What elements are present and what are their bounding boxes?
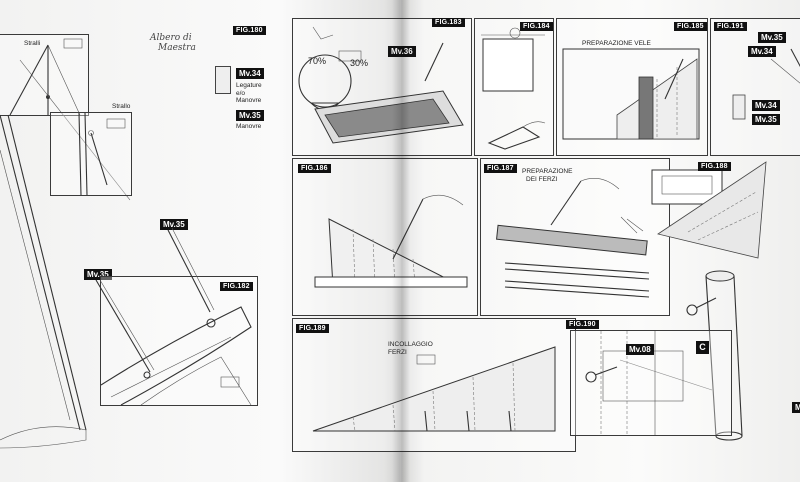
incollaggio-line1: INCOLLAGGIO	[388, 341, 433, 348]
mv34-text-2: e/o	[236, 89, 246, 97]
fig-180-label: FIG.180	[233, 26, 266, 35]
mv35-text: Manovre	[236, 123, 262, 130]
fig-strallo-inset	[50, 112, 132, 196]
fig-183-label: FIG.183	[432, 18, 465, 27]
fig-185-drawing	[562, 48, 700, 140]
fig-184-drawing	[481, 27, 546, 150]
fig-182-label: FIG.182	[220, 282, 253, 291]
fig-185-panel	[556, 18, 708, 156]
fig-185-label: FIG.185	[674, 22, 707, 31]
preparazione-ferzi-line1: PREPARAZIONE	[522, 168, 573, 175]
preparazione-ferzi-title: PREPARAZIONE DEI FERZI	[522, 168, 572, 183]
fig-190-label: FIG.190	[566, 320, 599, 329]
fig-189-label: FIG.189	[296, 324, 329, 333]
fig191-mv34-bottom: Mv.34	[752, 100, 780, 111]
edge-m-badge: M	[792, 402, 800, 413]
fig-183-panel	[292, 18, 472, 156]
fig-182-panel	[100, 276, 258, 406]
fig-187-drawing	[496, 178, 650, 298]
pct-70: 70%	[308, 56, 327, 66]
incollaggio-ferzi-title: INCOLLAGGIO FERZI	[388, 341, 433, 356]
fig-189-panel	[292, 318, 576, 452]
fig-188-area	[648, 161, 798, 282]
mv34-text-3: Manovre	[236, 97, 262, 104]
fig191-mv35-bottom: Mv.35	[752, 114, 780, 125]
fig191-mv34-top: Mv.34	[748, 46, 776, 57]
mv35-callout-left: Mv.35	[84, 269, 112, 280]
mast-cylinder-drawing	[619, 270, 743, 441]
fig-191-drawing	[732, 48, 800, 120]
fig-191-panel	[710, 18, 800, 156]
albero-title-line1: Albero di	[150, 33, 192, 43]
strallo-label: Strallo	[112, 103, 131, 110]
fig-187-label: FIG.187	[484, 164, 517, 173]
fig-188-label: FIG.188	[698, 162, 731, 171]
stralli-label: Stralli	[24, 40, 41, 47]
strallo-drawing	[78, 112, 126, 196]
fig191-mv35-top: Mv.35	[758, 32, 786, 43]
book-spine-shadow	[392, 0, 410, 482]
mv34-text: Legature e/o Manovre	[236, 82, 262, 105]
fig-187-panel	[480, 158, 670, 316]
mv35-callout-top: Mv.35	[160, 219, 188, 230]
preparazione-vele-title: PREPARAZIONE VELE	[582, 40, 651, 47]
fig-184-panel	[474, 18, 554, 156]
mv08-badge: Mv.08	[626, 344, 654, 355]
mast-drawing	[0, 59, 131, 449]
fig-184-label: FIG.184	[520, 22, 553, 31]
pct-30: 30%	[350, 58, 369, 68]
incollaggio-line2: FERZI	[388, 349, 407, 356]
fig-186-panel	[292, 158, 478, 316]
mv36-badge: Mv.36	[388, 46, 416, 57]
preparazione-ferzi-line2: DEI FERZI	[526, 175, 558, 183]
fig-stralli-inset	[0, 34, 89, 116]
mv35-badge: Mv.35	[236, 110, 264, 121]
fig-189-drawing	[312, 346, 556, 432]
albero-title-line2: Maestra	[158, 43, 196, 53]
small-bag-icon	[215, 66, 231, 94]
rigging-lines	[95, 227, 215, 373]
fig-188-drawing	[651, 161, 767, 259]
mv34-text-1: Legature	[236, 82, 262, 89]
right-page: 70% 30% Mv.36 FIG.183 FIG.184	[292, 0, 800, 482]
mv34-badge: Mv.34	[236, 68, 264, 79]
fig-186-drawing	[314, 194, 468, 288]
albero-title: Albero di Maestra	[150, 33, 196, 53]
fig-186-label: FIG.186	[298, 164, 331, 173]
stralli-drawing	[9, 38, 83, 116]
c-badge: C	[696, 341, 709, 354]
fig-191-label: FIG.191	[714, 22, 747, 31]
fig-183-drawing	[298, 26, 464, 144]
